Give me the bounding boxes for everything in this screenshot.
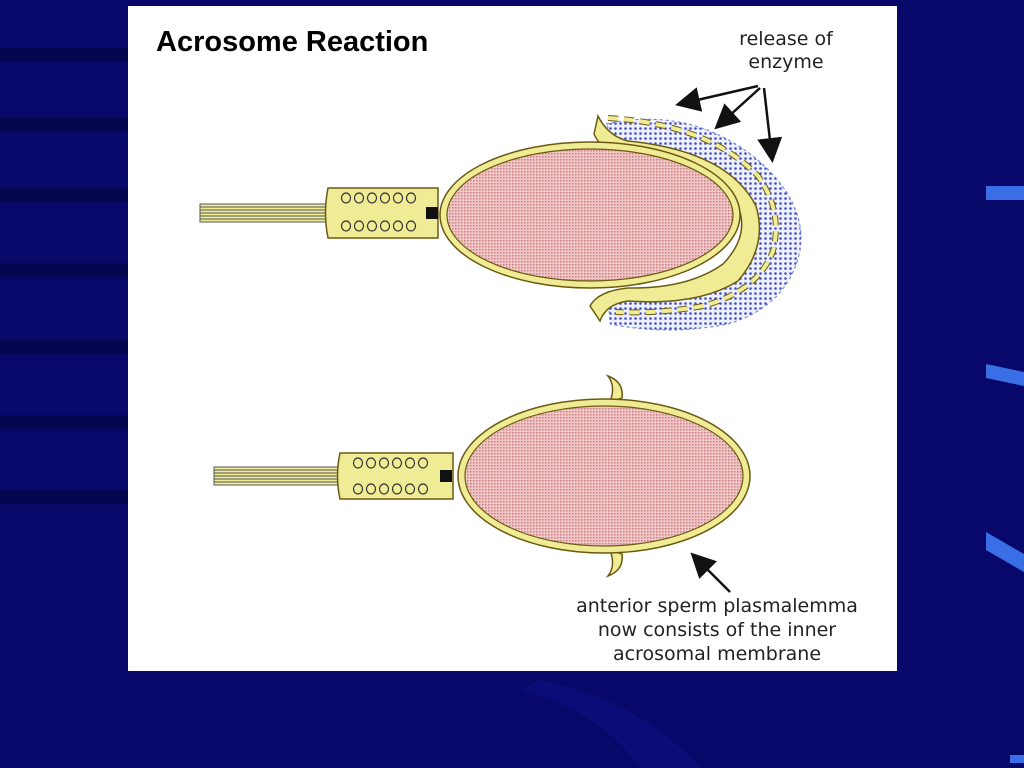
bottom-sperm-nucleus bbox=[464, 405, 744, 547]
diagram-panel: Acrosome Reaction bbox=[128, 6, 897, 671]
plasmalemma-label-line-3: acrosomal membrane bbox=[613, 643, 821, 665]
arrow-icon bbox=[714, 87, 761, 130]
top-sperm-nucleus bbox=[446, 148, 734, 282]
bottom-sperm-flange-top bbox=[605, 374, 623, 404]
top-sperm bbox=[199, 113, 802, 331]
plasmalemma-arrow-icon bbox=[690, 552, 731, 593]
release-label-line-2: enzyme bbox=[748, 51, 823, 73]
slide-title: Acrosome Reaction bbox=[156, 26, 429, 58]
background-swoosh bbox=[520, 680, 700, 768]
release-label: release of enzyme bbox=[739, 28, 834, 73]
plasmalemma-label-line-2: now consists of the inner bbox=[598, 619, 836, 641]
arrow-icon bbox=[757, 87, 783, 163]
bottom-sperm-flange-bottom bbox=[605, 548, 623, 578]
bottom-sperm-midpiece bbox=[336, 452, 454, 500]
arrow-icon bbox=[675, 84, 759, 112]
right-accent-bars bbox=[986, 186, 1024, 763]
top-sperm-midpiece bbox=[324, 187, 439, 239]
left-stripes bbox=[0, 48, 128, 504]
acrosome-diagram: release of enzyme anterior sperm plasmal… bbox=[199, 28, 858, 665]
plasmalemma-label: anterior sperm plasmalemma now consists … bbox=[576, 595, 858, 665]
release-label-line-1: release of bbox=[739, 28, 834, 50]
release-arrows bbox=[675, 84, 783, 163]
plasmalemma-label-line-1: anterior sperm plasmalemma bbox=[576, 595, 858, 617]
bottom-sperm bbox=[213, 374, 751, 578]
